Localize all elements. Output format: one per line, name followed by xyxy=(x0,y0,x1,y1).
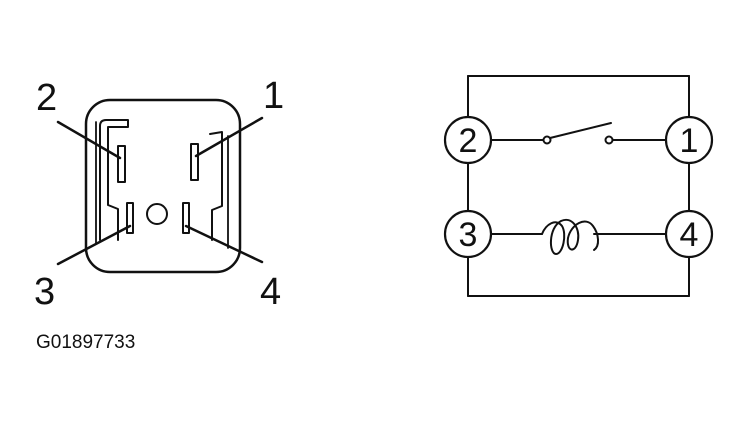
pin-label-2: 2 xyxy=(36,77,57,119)
pin-label-1: 1 xyxy=(263,75,284,117)
connector-guide-left xyxy=(99,119,129,241)
terminal-4 xyxy=(664,209,714,259)
pin-label-4: 4 xyxy=(260,271,281,313)
pin-3-blade xyxy=(126,202,134,234)
leader-line-3 xyxy=(56,224,132,266)
figure-id: G01897733 xyxy=(36,332,135,353)
pin-label-3: 3 xyxy=(34,271,55,313)
relay-connector-view: 2 1 3 4 xyxy=(34,75,284,313)
pin-4-blade xyxy=(182,202,190,234)
pin-1-blade xyxy=(190,143,199,181)
terminal-label-1: 1 xyxy=(680,122,699,160)
leader-line-1 xyxy=(194,116,264,158)
pin-2-blade xyxy=(117,145,126,183)
leader-line-2 xyxy=(56,120,122,160)
relay-switch xyxy=(490,122,667,145)
relay-coil xyxy=(490,218,667,255)
terminal-1 xyxy=(664,115,714,165)
terminal-2 xyxy=(443,115,493,165)
terminal-3 xyxy=(443,209,493,259)
terminal-label-2: 2 xyxy=(459,122,478,160)
relay-schematic: 2 1 3 4 xyxy=(443,75,714,297)
terminal-label-3: 3 xyxy=(459,216,478,254)
leader-line-4 xyxy=(184,224,264,264)
connector-housing xyxy=(84,98,242,274)
locating-hole xyxy=(146,203,168,225)
connector-guide-right xyxy=(209,131,223,241)
terminal-label-4: 4 xyxy=(680,216,699,254)
